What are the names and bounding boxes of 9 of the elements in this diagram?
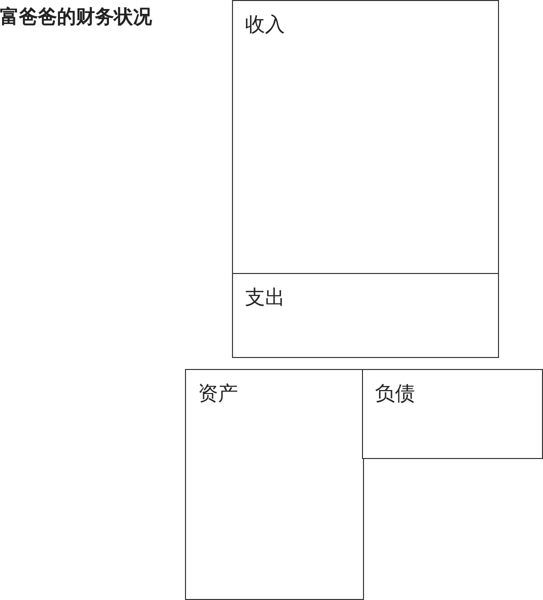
title: 富爸爸的财务状况 [0,5,152,30]
expense-box [232,273,499,358]
box-heading: 负债 [375,380,415,407]
box-heading: 收入 [245,11,285,38]
liability-box [362,369,543,459]
income-box [232,0,499,274]
box-heading: 资产 [198,380,238,407]
box-heading: 支出 [245,284,285,311]
asset-box [185,369,364,600]
